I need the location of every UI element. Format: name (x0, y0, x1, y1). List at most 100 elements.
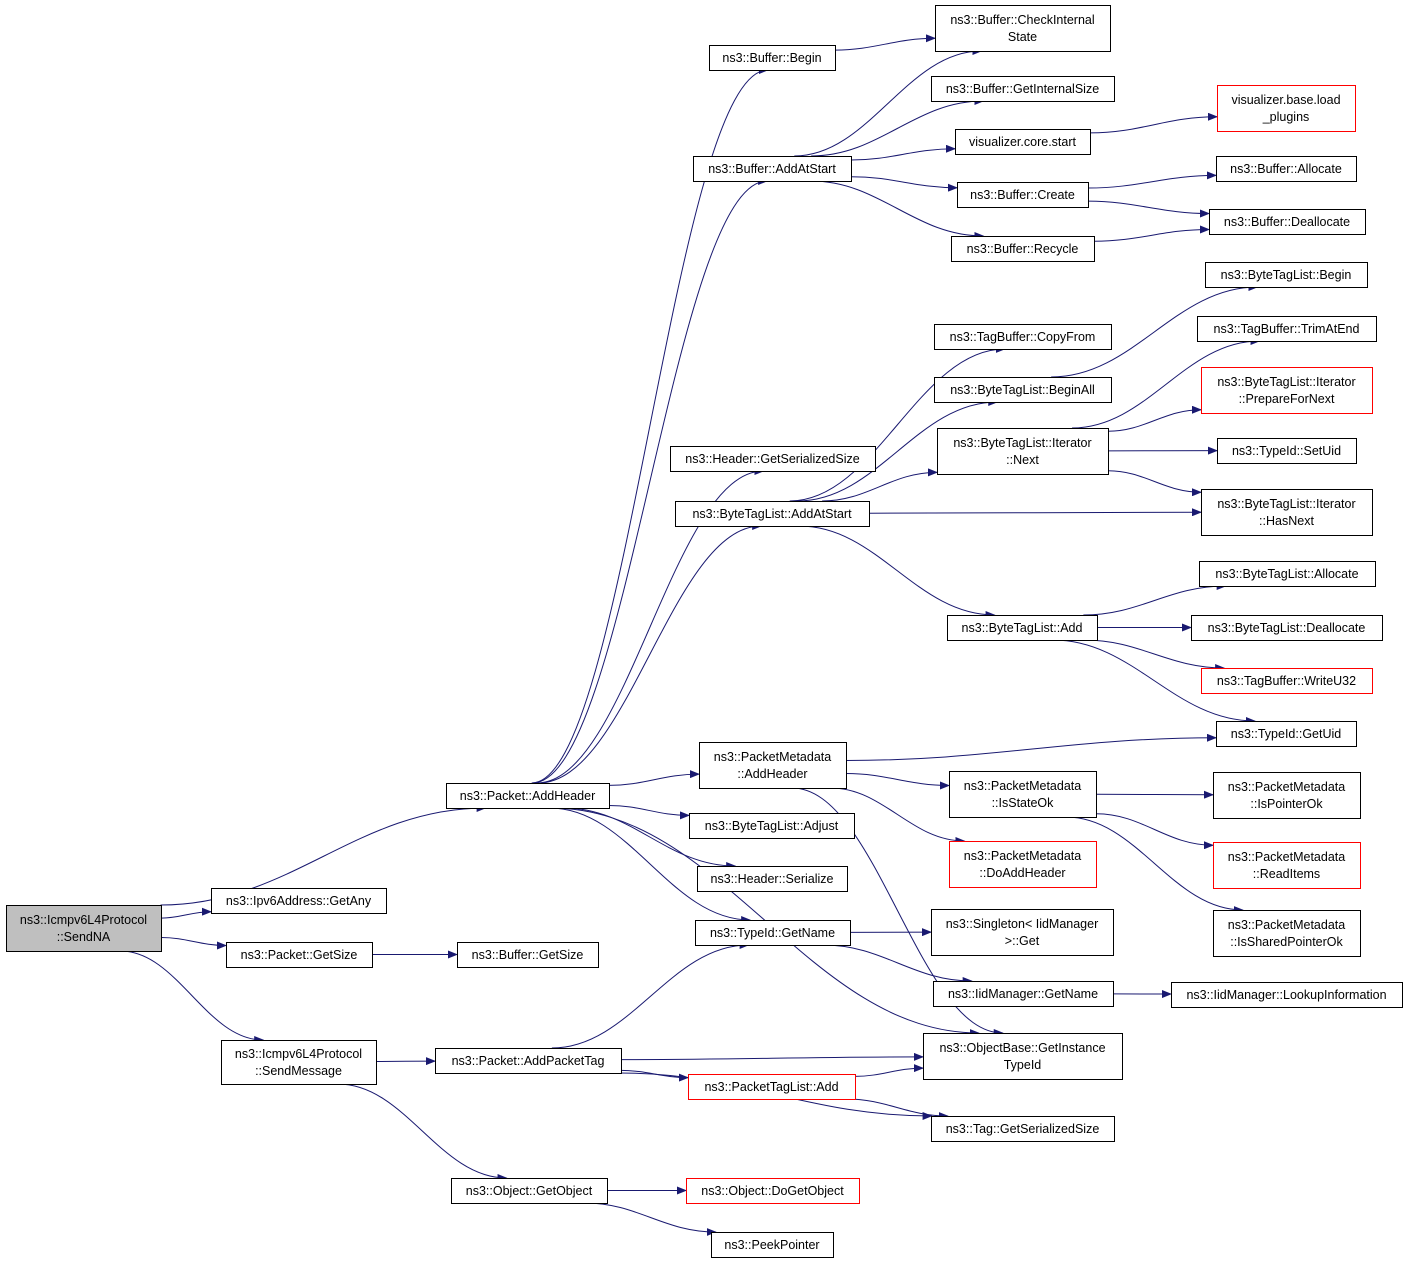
node-label-hdrsersize: ns3::Header::GetSerializedSize (685, 452, 859, 466)
node-label-pmisstateok-1: ns3::PacketMetadata (964, 779, 1081, 793)
node-box-addpkttag (435, 1048, 622, 1074)
node-bufbegin[interactable]: ns3::Buffer::Begin (709, 45, 836, 71)
edge-btladdatstart-to-btlbeginall (797, 398, 999, 502)
node-label-bufcreate: ns3::Buffer::Create (970, 188, 1075, 202)
node-pmdoaddheader[interactable]: ns3::PacketMetadata::DoAddHeader (949, 841, 1097, 888)
node-box-vizloadplugins (1217, 85, 1356, 132)
node-tidgetname[interactable]: ns3::TypeId::GetName (695, 920, 851, 946)
node-pmreaditems[interactable]: ns3::PacketMetadata::ReadItems (1213, 842, 1361, 889)
node-label-sendna-2: ::SendNA (57, 930, 111, 944)
node-label-bufbegin: ns3::Buffer::Begin (722, 51, 821, 65)
node-sendmsg[interactable]: ns3::Icmpv6L4Protocol::SendMessage (221, 1040, 377, 1085)
node-label-btlithasnext-2: ::HasNext (1259, 514, 1314, 528)
node-label-btlallocate: ns3::ByteTagList::Allocate (1215, 567, 1358, 581)
node-btlitprepare[interactable]: ns3::ByteTagList::Iterator::PrepareForNe… (1201, 367, 1373, 414)
node-label-pmdoaddheader-1: ns3::PacketMetadata (964, 849, 1081, 863)
edge-ptladd-to-objbasetypeid (854, 1064, 924, 1077)
node-getobject[interactable]: ns3::Object::GetObject (451, 1178, 608, 1204)
node-box-bufcheck (935, 5, 1111, 52)
node-btladjust[interactable]: ns3::ByteTagList::Adjust (689, 813, 855, 839)
node-label-iidlookup: ns3::IidManager::LookupInformation (1186, 988, 1386, 1002)
node-box-pmreaditems (1213, 842, 1361, 889)
edge-tidgetname-to-iidgetname (823, 944, 973, 985)
node-objdogetobject[interactable]: ns3::Object::DoGetObject (686, 1178, 860, 1204)
node-vizstart[interactable]: visualizer.core.start (955, 129, 1091, 155)
node-btlallocate[interactable]: ns3::ByteTagList::Allocate (1199, 561, 1376, 587)
node-label-bufgetsize: ns3::Buffer::GetSize (472, 948, 584, 962)
node-btlitnext[interactable]: ns3::ByteTagList::Iterator::Next (937, 428, 1109, 475)
node-btlbeginall[interactable]: ns3::ByteTagList::BeginAll (934, 377, 1112, 403)
node-label-bufcheck-2: State (1008, 30, 1037, 44)
node-vizloadplugins[interactable]: visualizer.base.load_plugins (1217, 85, 1356, 132)
node-singletonget[interactable]: ns3::Singleton< IidManager>::Get (931, 909, 1114, 956)
node-label-btlitprepare-1: ns3::ByteTagList::Iterator (1217, 375, 1355, 389)
node-bufdeallocate[interactable]: ns3::Buffer::Deallocate (1209, 209, 1366, 235)
node-label-objbasetypeid-2: TypeId (1004, 1058, 1042, 1072)
node-label-singletonget-1: ns3::Singleton< IidManager (946, 917, 1099, 931)
node-bufallocate[interactable]: ns3::Buffer::Allocate (1216, 156, 1357, 182)
node-bufaddatstart[interactable]: ns3::Buffer::AddAtStart (693, 156, 852, 182)
node-label-btladdatstart: ns3::ByteTagList::AddAtStart (692, 507, 852, 521)
node-ipv6any[interactable]: ns3::Ipv6Address::GetAny (211, 888, 387, 914)
node-label-bufdeallocate: ns3::Buffer::Deallocate (1224, 215, 1350, 229)
node-addheader[interactable]: ns3::Packet::AddHeader (446, 783, 610, 809)
node-iidgetname[interactable]: ns3::IidManager::GetName (933, 981, 1114, 1007)
edge-ptladd-to-tagsersize (846, 1098, 949, 1120)
edge-bufrecycle-to-bufdeallocate (1093, 225, 1210, 242)
node-ptladd[interactable]: ns3::PacketTagList::Add (688, 1074, 856, 1100)
node-tbtrimatend[interactable]: ns3::TagBuffer::TrimAtEnd (1197, 316, 1377, 342)
node-addpkttag[interactable]: ns3::Packet::AddPacketTag (435, 1048, 622, 1074)
edge-bufcreate-to-bufdeallocate (1087, 200, 1210, 218)
node-box-objbasetypeid (923, 1033, 1123, 1080)
node-box-bufcreate (957, 182, 1089, 208)
node-box-btlallocate (1199, 561, 1376, 587)
node-label-sendmsg-2: ::SendMessage (255, 1064, 342, 1078)
node-tidgetuid[interactable]: ns3::TypeId::GetUid (1216, 721, 1357, 747)
node-peekpointer[interactable]: ns3::PeekPointer (711, 1232, 834, 1258)
node-box-singletonget (931, 909, 1114, 956)
node-bufrecycle[interactable]: ns3::Buffer::Recycle (951, 236, 1095, 262)
node-pmisstateok[interactable]: ns3::PacketMetadata::IsStateOk (949, 771, 1097, 818)
edge-sendna-to-ipv6any (160, 907, 212, 919)
edge-sendna-to-addheader (160, 804, 487, 906)
node-tidsetuid[interactable]: ns3::TypeId::SetUid (1217, 438, 1357, 464)
node-iidlookup[interactable]: ns3::IidManager::LookupInformation (1171, 982, 1403, 1008)
node-hdrsersize[interactable]: ns3::Header::GetSerializedSize (670, 446, 876, 472)
node-label-pmisstateok-2: ::IsStateOk (992, 796, 1055, 810)
node-tagsersize[interactable]: ns3::Tag::GetSerializedSize (931, 1116, 1115, 1142)
node-bufinternalsize[interactable]: ns3::Buffer::GetInternalSize (931, 76, 1115, 102)
edge-btlbeginall-to-btlbegin (1051, 283, 1259, 378)
node-layer: ns3::Icmpv6L4Protocol::SendNAns3::Packet… (6, 5, 1403, 1258)
edge-addpkttag-to-objbasetypeid (620, 1052, 924, 1061)
node-btlbegin[interactable]: ns3::ByteTagList::Begin (1205, 262, 1368, 288)
node-box-vizstart (955, 129, 1091, 155)
node-btldeallocate[interactable]: ns3::ByteTagList::Deallocate (1191, 615, 1383, 641)
edge-addheader-to-tidgetname (549, 807, 752, 924)
edge-btlitnext-to-btlithasnext (1107, 470, 1202, 497)
node-label-pktsize: ns3::Packet::GetSize (241, 948, 358, 962)
node-label-tidgetuid: ns3::TypeId::GetUid (1231, 727, 1342, 741)
edge-bufcreate-to-bufallocate (1087, 171, 1217, 189)
node-box-tidsetuid (1217, 438, 1357, 464)
edge-addheader-to-hdrsersize (536, 467, 765, 784)
node-btladd[interactable]: ns3::ByteTagList::Add (947, 615, 1098, 641)
node-label-objdogetobject: ns3::Object::DoGetObject (701, 1184, 844, 1198)
node-label-objbasetypeid-1: ns3::ObjectBase::GetInstance (939, 1041, 1105, 1055)
edge-addheader-to-btladdatstart (538, 522, 763, 784)
node-sendna[interactable]: ns3::Icmpv6L4Protocol::SendNA (6, 905, 162, 952)
node-tbwriteu32[interactable]: ns3::TagBuffer::WriteU32 (1201, 668, 1373, 694)
edge-addpkttag-to-tidgetname (551, 941, 750, 1049)
node-pmissharedok[interactable]: ns3::PacketMetadata::IsSharedPointerOk (1213, 910, 1361, 957)
node-pktsize[interactable]: ns3::Packet::GetSize (226, 942, 373, 968)
node-btladdatstart[interactable]: ns3::ByteTagList::AddAtStart (675, 501, 870, 527)
node-tbcopyfrom[interactable]: ns3::TagBuffer::CopyFrom (934, 324, 1112, 350)
node-pmaddheader[interactable]: ns3::PacketMetadata::AddHeader (699, 742, 847, 789)
node-pmispointerok[interactable]: ns3::PacketMetadata::IsPointerOk (1213, 772, 1361, 819)
node-btlithasnext[interactable]: ns3::ByteTagList::Iterator::HasNext (1201, 489, 1373, 536)
edge-btladdatstart-to-btlithasnext (868, 508, 1202, 517)
node-bufcreate[interactable]: ns3::Buffer::Create (957, 182, 1089, 208)
node-bufgetsize[interactable]: ns3::Buffer::GetSize (457, 942, 599, 968)
node-hdrserialize[interactable]: ns3::Header::Serialize (697, 866, 848, 892)
